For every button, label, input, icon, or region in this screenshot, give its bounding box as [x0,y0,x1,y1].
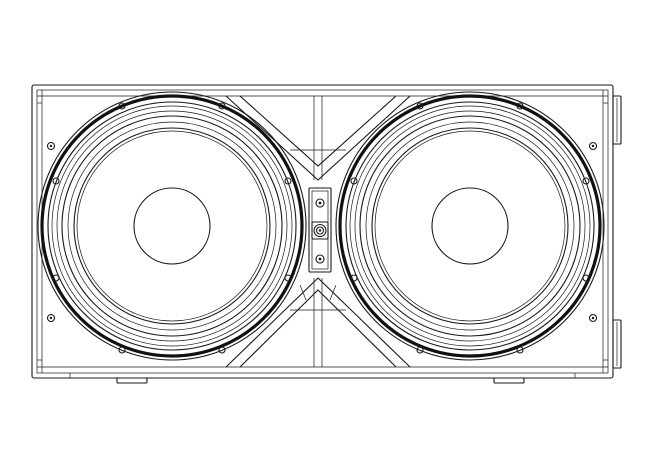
corner-mount-top-left [46,141,56,151]
corner-mount-bottom-left [46,313,56,323]
connector-screw-bottom [315,254,325,264]
foot-right [493,377,525,384]
woofer-left-mounting-bolts [52,102,292,354]
cabinet-body [31,84,614,379]
side-handle-lower [612,319,622,369]
connector-screw-top [315,198,325,208]
edge-marks [37,102,608,378]
woofer-right-mounting-bolts [350,102,590,354]
speakon-connector-icon [311,221,329,240]
center-bracing [225,95,411,368]
corner-mount-bottom-right [588,313,598,323]
woofer-left [37,91,307,361]
woofer-right [335,91,605,361]
foot-left [116,377,148,384]
corner-mount-top-right [588,141,598,151]
side-handle-upper [612,95,622,145]
